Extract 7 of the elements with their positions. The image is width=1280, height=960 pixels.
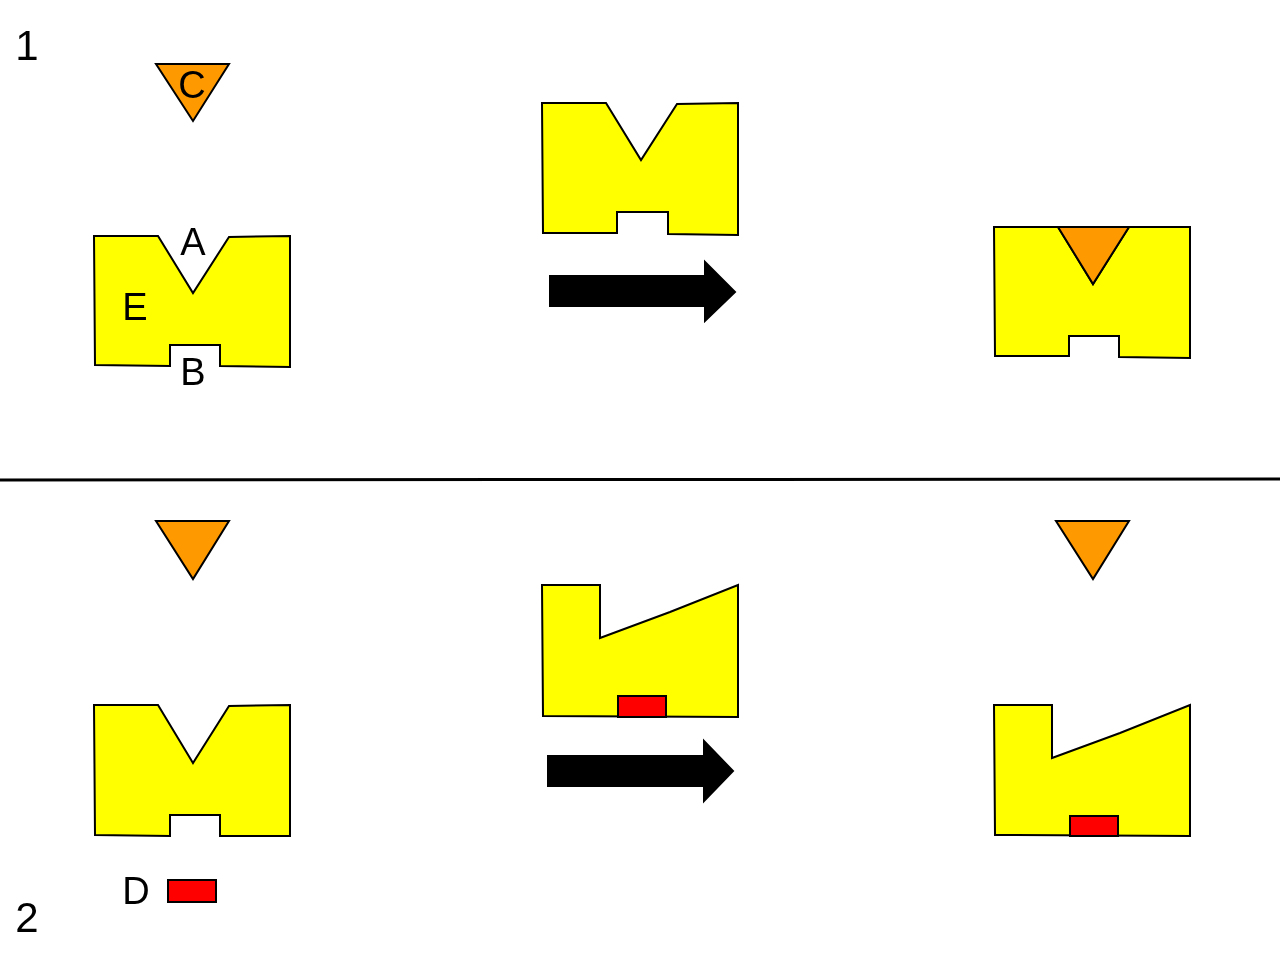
part-letter: B bbox=[180, 353, 206, 391]
panel-number: 2 bbox=[15, 897, 39, 939]
part-letter: D bbox=[122, 872, 150, 910]
part-letter: E bbox=[122, 288, 148, 326]
part-letter: A bbox=[180, 223, 206, 261]
part-letter: C bbox=[178, 66, 206, 104]
panel-number: 1 bbox=[15, 25, 39, 67]
